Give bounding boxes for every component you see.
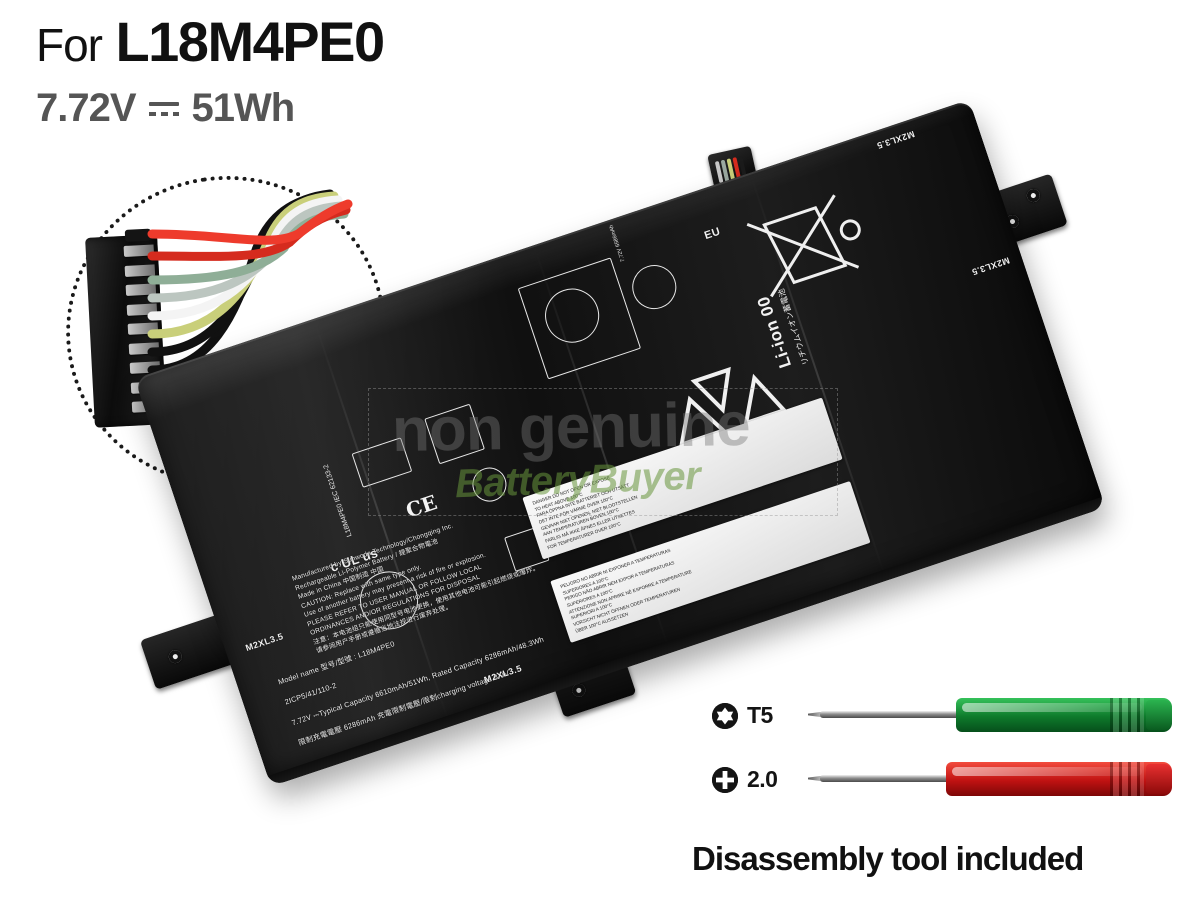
phillips-handle: [946, 762, 1172, 796]
screw-mark-left: M2XL3.5: [244, 631, 285, 654]
watermark-frame: [368, 388, 838, 516]
screw-mark-right: M2XL3.5: [970, 255, 1011, 278]
for-label: For: [36, 19, 103, 71]
model-number: L18M4PE0: [115, 10, 385, 73]
tool-row-phillips: 2.0: [712, 766, 778, 793]
phillips-screwdriver: [808, 762, 1172, 796]
iec-line: L18M4PE0 IEC 62133-2: [322, 463, 354, 538]
voltage-value: 7.72V: [36, 86, 137, 130]
phillips-size-label: 2.0: [747, 766, 778, 792]
torx-shaft: [820, 711, 962, 718]
torx-tip: [808, 711, 824, 718]
phillips-tip: [808, 775, 824, 782]
torx-screwdriver: [808, 698, 1172, 732]
weee-crossed-bin-icon: [746, 194, 861, 298]
spec-line: 7.72V 51Wh: [36, 86, 384, 131]
icon-note-charge: 7.72V 6586mAh: [608, 223, 627, 263]
torx-bit-icon: [712, 702, 738, 729]
laptop-battery: 7.72V 6586mAh EU Li-ion 00 リチウムイオン蓄電池 CE: [134, 99, 1106, 787]
page-title: For L18M4PE0: [36, 14, 385, 71]
header-block: For L18M4PE0 7.72V 51Wh: [36, 14, 385, 131]
tools-block: T5 2.0: [692, 694, 1182, 884]
torx-handle: [956, 698, 1172, 732]
energy-value: 51Wh: [191, 86, 296, 130]
watermark-brand: BatteryBuyer: [454, 453, 701, 507]
phillips-shaft: [820, 775, 952, 782]
battery-assembly: 7.72V 6586mAh EU Li-ion 00 リチウムイオン蓄電池 CE: [30, 99, 1170, 840]
battery-top-surface: 7.72V 6586mAh EU Li-ion 00 リチウムイオン蓄電池 CE: [134, 99, 1106, 787]
no-fire-icon: [626, 259, 683, 315]
dc-current-icon: [148, 101, 179, 116]
screw-mark-topright: M2XL3.5: [875, 128, 916, 151]
tool-row-torx: T5: [712, 702, 773, 729]
tools-caption: Disassembly tool included: [692, 840, 1084, 877]
eu-mark: EU: [702, 225, 722, 243]
phillips-bit-icon: [712, 766, 738, 793]
torx-size-label: T5: [747, 702, 773, 728]
